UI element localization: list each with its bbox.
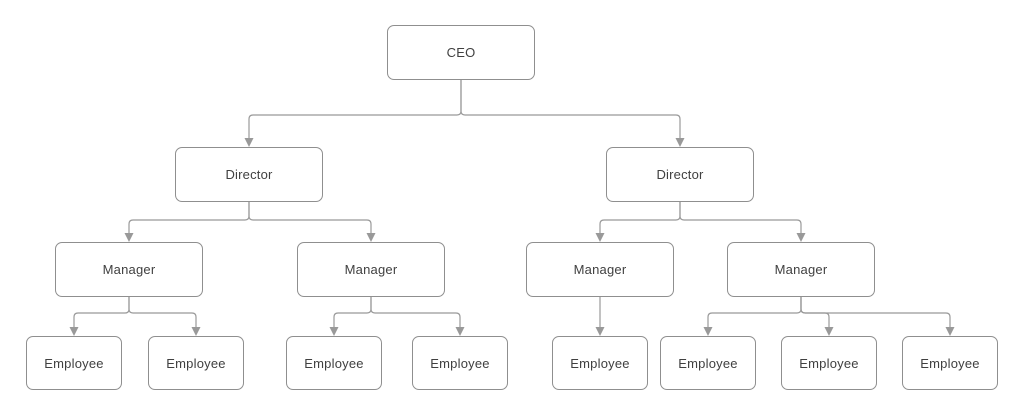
arrowhead-employee-4 [455, 327, 465, 336]
edge-manager-2-employee-4 [370, 297, 461, 328]
edge-ceo-director-2 [460, 80, 681, 139]
edge-manager-4-employee-8 [800, 297, 951, 328]
node-employee-6: Employee [660, 336, 756, 390]
edge-manager-2-employee-3 [333, 297, 372, 328]
node-manager-3-label: Manager [573, 262, 627, 277]
node-employee-3-label: Employee [304, 355, 364, 371]
edge-director-2-manager-3 [599, 202, 681, 234]
edge-director-1-manager-2 [248, 202, 372, 234]
edge-director-1-manager-1 [128, 202, 250, 234]
node-director-2: Director [606, 147, 754, 202]
arrowhead-manager-1 [124, 233, 134, 242]
node-employee-8-label: Employee [920, 355, 980, 371]
node-director-2-label: Director [656, 167, 704, 182]
node-manager-2-label: Manager [344, 262, 398, 277]
node-employee-2: Employee [148, 336, 244, 390]
node-director-1: Director [175, 147, 323, 202]
arrowhead-manager-4 [796, 233, 806, 242]
node-manager-1-label: Manager [102, 262, 156, 277]
edge-ceo-director-1 [248, 80, 462, 139]
arrowhead-manager-2 [366, 233, 376, 242]
node-director-1-label: Director [225, 167, 273, 182]
node-manager-4: Manager [727, 242, 875, 297]
node-manager-4-label: Manager [774, 262, 828, 277]
node-ceo: CEO [387, 25, 535, 80]
node-employee-7-label: Employee [799, 355, 859, 371]
arrowhead-employee-1 [69, 327, 79, 336]
edge-manager-4-employee-6 [707, 297, 802, 328]
edge-manager-1-employee-2 [128, 297, 197, 328]
node-ceo-label: CEO [446, 45, 476, 60]
arrowhead-director-2 [675, 138, 685, 147]
edge-director-2-manager-4 [679, 202, 802, 234]
arrowhead-employee-7 [824, 327, 834, 336]
node-manager-1: Manager [55, 242, 203, 297]
node-employee-8: Employee [902, 336, 998, 390]
node-employee-6-label: Employee [678, 355, 738, 371]
node-employee-5: Employee [552, 336, 648, 390]
arrowhead-director-1 [244, 138, 254, 147]
node-employee-1-label: Employee [44, 355, 104, 371]
node-employee-7: Employee [781, 336, 877, 390]
node-employee-5-label: Employee [570, 355, 630, 371]
arrowhead-employee-5 [595, 327, 605, 336]
node-manager-3: Manager [526, 242, 674, 297]
edge-manager-1-employee-1 [73, 297, 130, 328]
arrowhead-manager-3 [595, 233, 605, 242]
node-manager-2: Manager [297, 242, 445, 297]
arrowhead-employee-8 [945, 327, 955, 336]
arrowhead-employee-3 [329, 327, 339, 336]
arrowhead-employee-6 [703, 327, 713, 336]
node-employee-3: Employee [286, 336, 382, 390]
node-employee-2-label: Employee [166, 355, 226, 371]
arrowhead-employee-2 [191, 327, 201, 336]
node-employee-4: Employee [412, 336, 508, 390]
node-employee-4-label: Employee [430, 355, 490, 371]
node-employee-1: Employee [26, 336, 122, 390]
